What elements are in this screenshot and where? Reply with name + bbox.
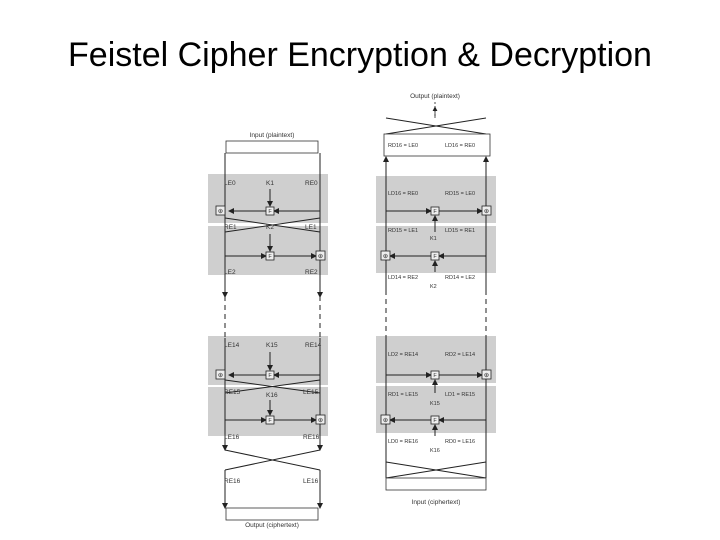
- enc-input-label: Input (plaintext): [250, 132, 295, 139]
- dec-ld16-r1-label: LD16 = RE0: [388, 191, 418, 197]
- dec-ld15-label: LD15 = RE1: [445, 228, 475, 234]
- enc-output-label: Output (ciphertext): [245, 522, 299, 529]
- enc-le16-label: LE16: [224, 434, 240, 441]
- enc-f-label-15: F: [268, 373, 272, 379]
- dec-k1-label: K1: [430, 236, 437, 242]
- dec-ld2-label: LD2 = RE14: [388, 352, 418, 358]
- dec-xor-label-15: ⊕: [484, 372, 490, 379]
- dec-rd2-label: RD2 = LE14: [445, 352, 475, 358]
- dec-xor-15: [481, 369, 492, 380]
- dec-f-label-15: F: [433, 373, 437, 379]
- dec-input-label: Input (ciphertext): [412, 499, 461, 506]
- dec-xor-1: [481, 205, 492, 216]
- dec-xor-label-1: ⊕: [484, 208, 490, 215]
- enc-xor-2: [315, 250, 326, 261]
- dec-rd1-label: RD1 = LE15: [388, 392, 418, 398]
- enc-swap-le16-label: LE16: [303, 478, 319, 485]
- dec-rd15-r1-label: RD15 = LE0: [445, 191, 475, 197]
- dec-xor-label-2: ⊕: [383, 253, 389, 260]
- enc-le1-label: LE1: [305, 224, 317, 231]
- dec-f-label-16: F: [433, 418, 437, 424]
- enc-xor-1: [215, 205, 226, 216]
- enc-re2-label: RE2: [305, 269, 318, 276]
- enc-le15-label: LE15: [303, 389, 319, 396]
- dec-top-box: [383, 133, 491, 157]
- enc-f-box-15: [265, 370, 275, 380]
- enc-k15-label: K15: [266, 342, 278, 349]
- dec-rd0-label: RD0 = LE16: [445, 439, 475, 445]
- dec-xor-2: [380, 250, 391, 261]
- enc-f-box-16: [265, 415, 275, 425]
- enc-re14-label: RE14: [305, 342, 322, 349]
- enc-k2-label: K2: [266, 224, 274, 231]
- decryption-side: Output (plaintext) RD16 = LE0 LD16 = RE0…: [376, 93, 496, 506]
- dec-ld0-label: LD0 = RE16: [388, 439, 418, 445]
- enc-f-label-1: F: [268, 209, 272, 215]
- enc-k1-label: K1: [266, 180, 274, 187]
- enc-xor-label-1: ⊕: [218, 208, 224, 215]
- dec-round-1-bg: [376, 176, 496, 223]
- dec-xor-label-16: ⊕: [383, 417, 389, 424]
- enc-re16-label: RE16: [303, 434, 320, 441]
- dec-k16-label: K16: [430, 448, 440, 454]
- dec-rd14-label: RD14 = LE2: [445, 275, 475, 281]
- enc-re15-label: RE15: [224, 389, 241, 396]
- enc-xor-16: [315, 414, 326, 425]
- dec-input-box: [385, 477, 487, 491]
- enc-xor-label-15: ⊕: [218, 372, 224, 379]
- enc-swap-re16-label: RE16: [224, 478, 241, 485]
- dec-ld1-label: LD1 = RE15: [445, 392, 475, 398]
- enc-xor-15: [215, 369, 226, 380]
- enc-xor-label-16: ⊕: [318, 417, 324, 424]
- dec-rd15-label: RD15 = LE1: [388, 228, 418, 234]
- dec-ld16-label: LD16 = RE0: [445, 143, 475, 149]
- dec-f-label-1: F: [433, 209, 437, 215]
- dec-rd16-label: RD16 = LE0: [388, 143, 418, 149]
- dec-k15-label: K15: [430, 401, 440, 407]
- enc-f-box-2: [265, 251, 275, 261]
- dec-xor-16: [380, 414, 391, 425]
- dec-k2-label: K2: [430, 284, 437, 290]
- encryption-side: Input (plaintext) Output (ciphertext) LE…: [208, 132, 328, 529]
- enc-round-2-bg: [208, 226, 328, 275]
- enc-output-box: [225, 507, 319, 521]
- enc-re0-label: RE0: [305, 180, 318, 187]
- dec-f-label-2: F: [433, 254, 437, 260]
- enc-f-label-16: F: [268, 418, 272, 424]
- enc-xor-label-2: ⊕: [318, 253, 324, 260]
- enc-input-box: [225, 140, 319, 154]
- enc-k16-label: K16: [266, 392, 278, 399]
- enc-re1-label: RE1: [224, 224, 237, 231]
- dec-ld14-label: LD14 = RE2: [388, 275, 418, 281]
- enc-le0-label: LE0: [224, 180, 236, 187]
- enc-f-box-1: [265, 206, 275, 216]
- dec-output-label: Output (plaintext): [410, 93, 460, 100]
- enc-le14-label: LE14: [224, 342, 240, 349]
- enc-f-label-2: F: [268, 254, 272, 260]
- enc-le2-label: LE2: [224, 269, 236, 276]
- slide-title: Feistel Cipher Encryption & Decryption: [68, 36, 652, 74]
